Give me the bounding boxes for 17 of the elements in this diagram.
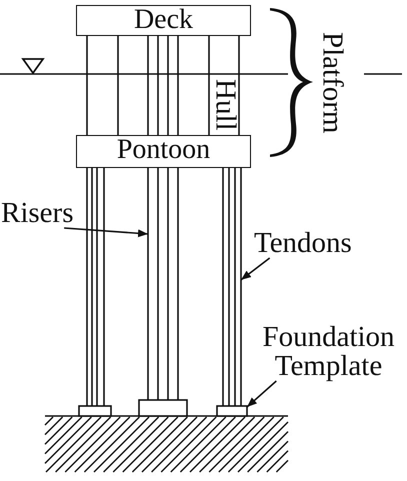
foundation-pad <box>216 405 248 417</box>
platform-label: Platform <box>320 32 345 134</box>
hull-label: Hull <box>213 79 238 131</box>
leader-arrow <box>64 227 148 238</box>
pontoon-label: Pontoon <box>116 136 210 163</box>
leader-arrow <box>246 380 277 408</box>
callout-label: Foundation Template <box>258 323 399 381</box>
tendon-bundle <box>86 168 105 406</box>
deck-label: Deck <box>134 6 194 33</box>
callout-label: Tendons <box>254 229 352 258</box>
foundation-pad <box>138 399 188 417</box>
leader-arrow <box>240 257 270 281</box>
deck-box <box>76 5 251 36</box>
callout-label: Risers <box>1 199 74 228</box>
pontoon-box <box>76 135 251 168</box>
tendon-bundle <box>222 168 242 406</box>
foundation-pad <box>78 405 112 417</box>
